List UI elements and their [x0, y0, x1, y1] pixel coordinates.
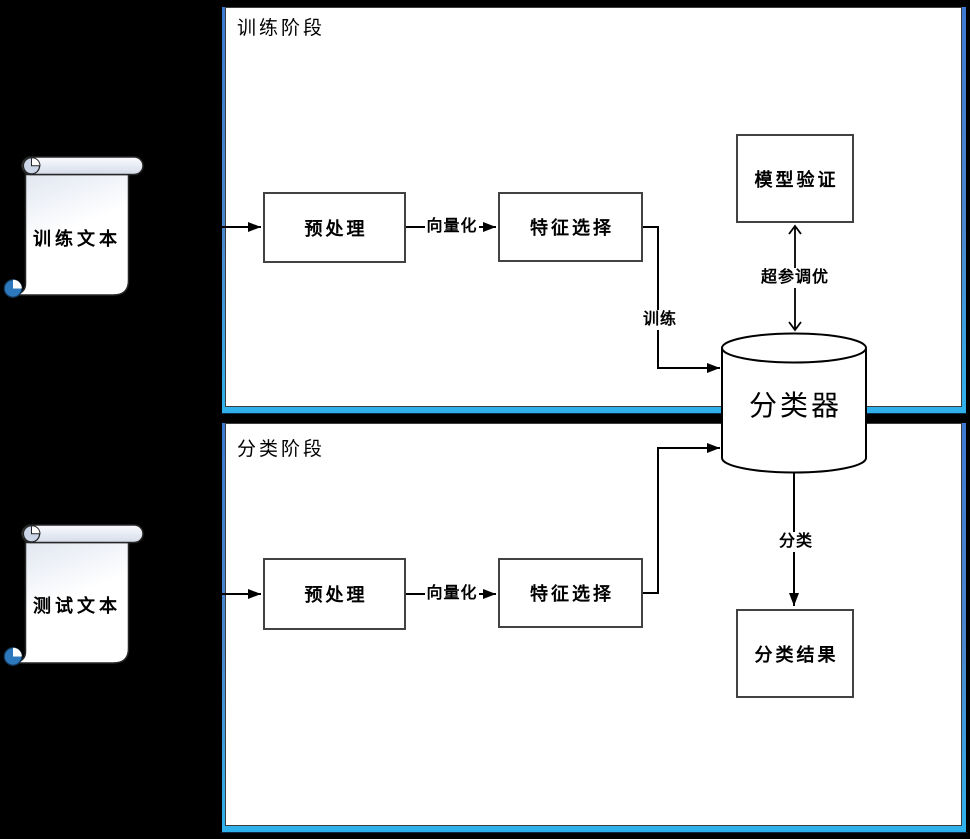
- arrow-feature-to-classifier-classify: [643, 443, 720, 594]
- classifier-cylinder-shape: [721, 332, 867, 474]
- test-text-scroll-label: 测试文本: [33, 596, 121, 616]
- feature-select-classify-node: 特征选择: [498, 558, 643, 628]
- vectorize-classify-edge-label: 向量化: [425, 584, 479, 604]
- test-text-scroll-shape: [3, 524, 144, 666]
- classifier-label: 分类器: [748, 390, 842, 421]
- model-validation-node: 模型验证: [736, 134, 854, 223]
- vectorize-train-edge-label: 向量化: [425, 217, 479, 237]
- preprocess-classify-node: 预处理: [263, 558, 406, 630]
- classify-edge-label: 分类: [776, 532, 816, 552]
- hyperparameter-tuning-edge-label: 超参调优: [760, 268, 830, 288]
- train-phase-title: 训练阶段: [237, 18, 326, 39]
- classify-result-node: 分类结果: [736, 609, 854, 698]
- train-edge-label: 训练: [640, 310, 680, 330]
- arrow-feature-to-classifier-train: [643, 226, 720, 373]
- feature-select-train-node: 特征选择: [498, 192, 643, 262]
- train-text-scroll-label: 训练文本: [33, 229, 121, 249]
- train-text-scroll-shape: [3, 156, 144, 298]
- classify-phase-title: 分类阶段: [237, 439, 326, 460]
- preprocess-train-node: 预处理: [263, 192, 406, 263]
